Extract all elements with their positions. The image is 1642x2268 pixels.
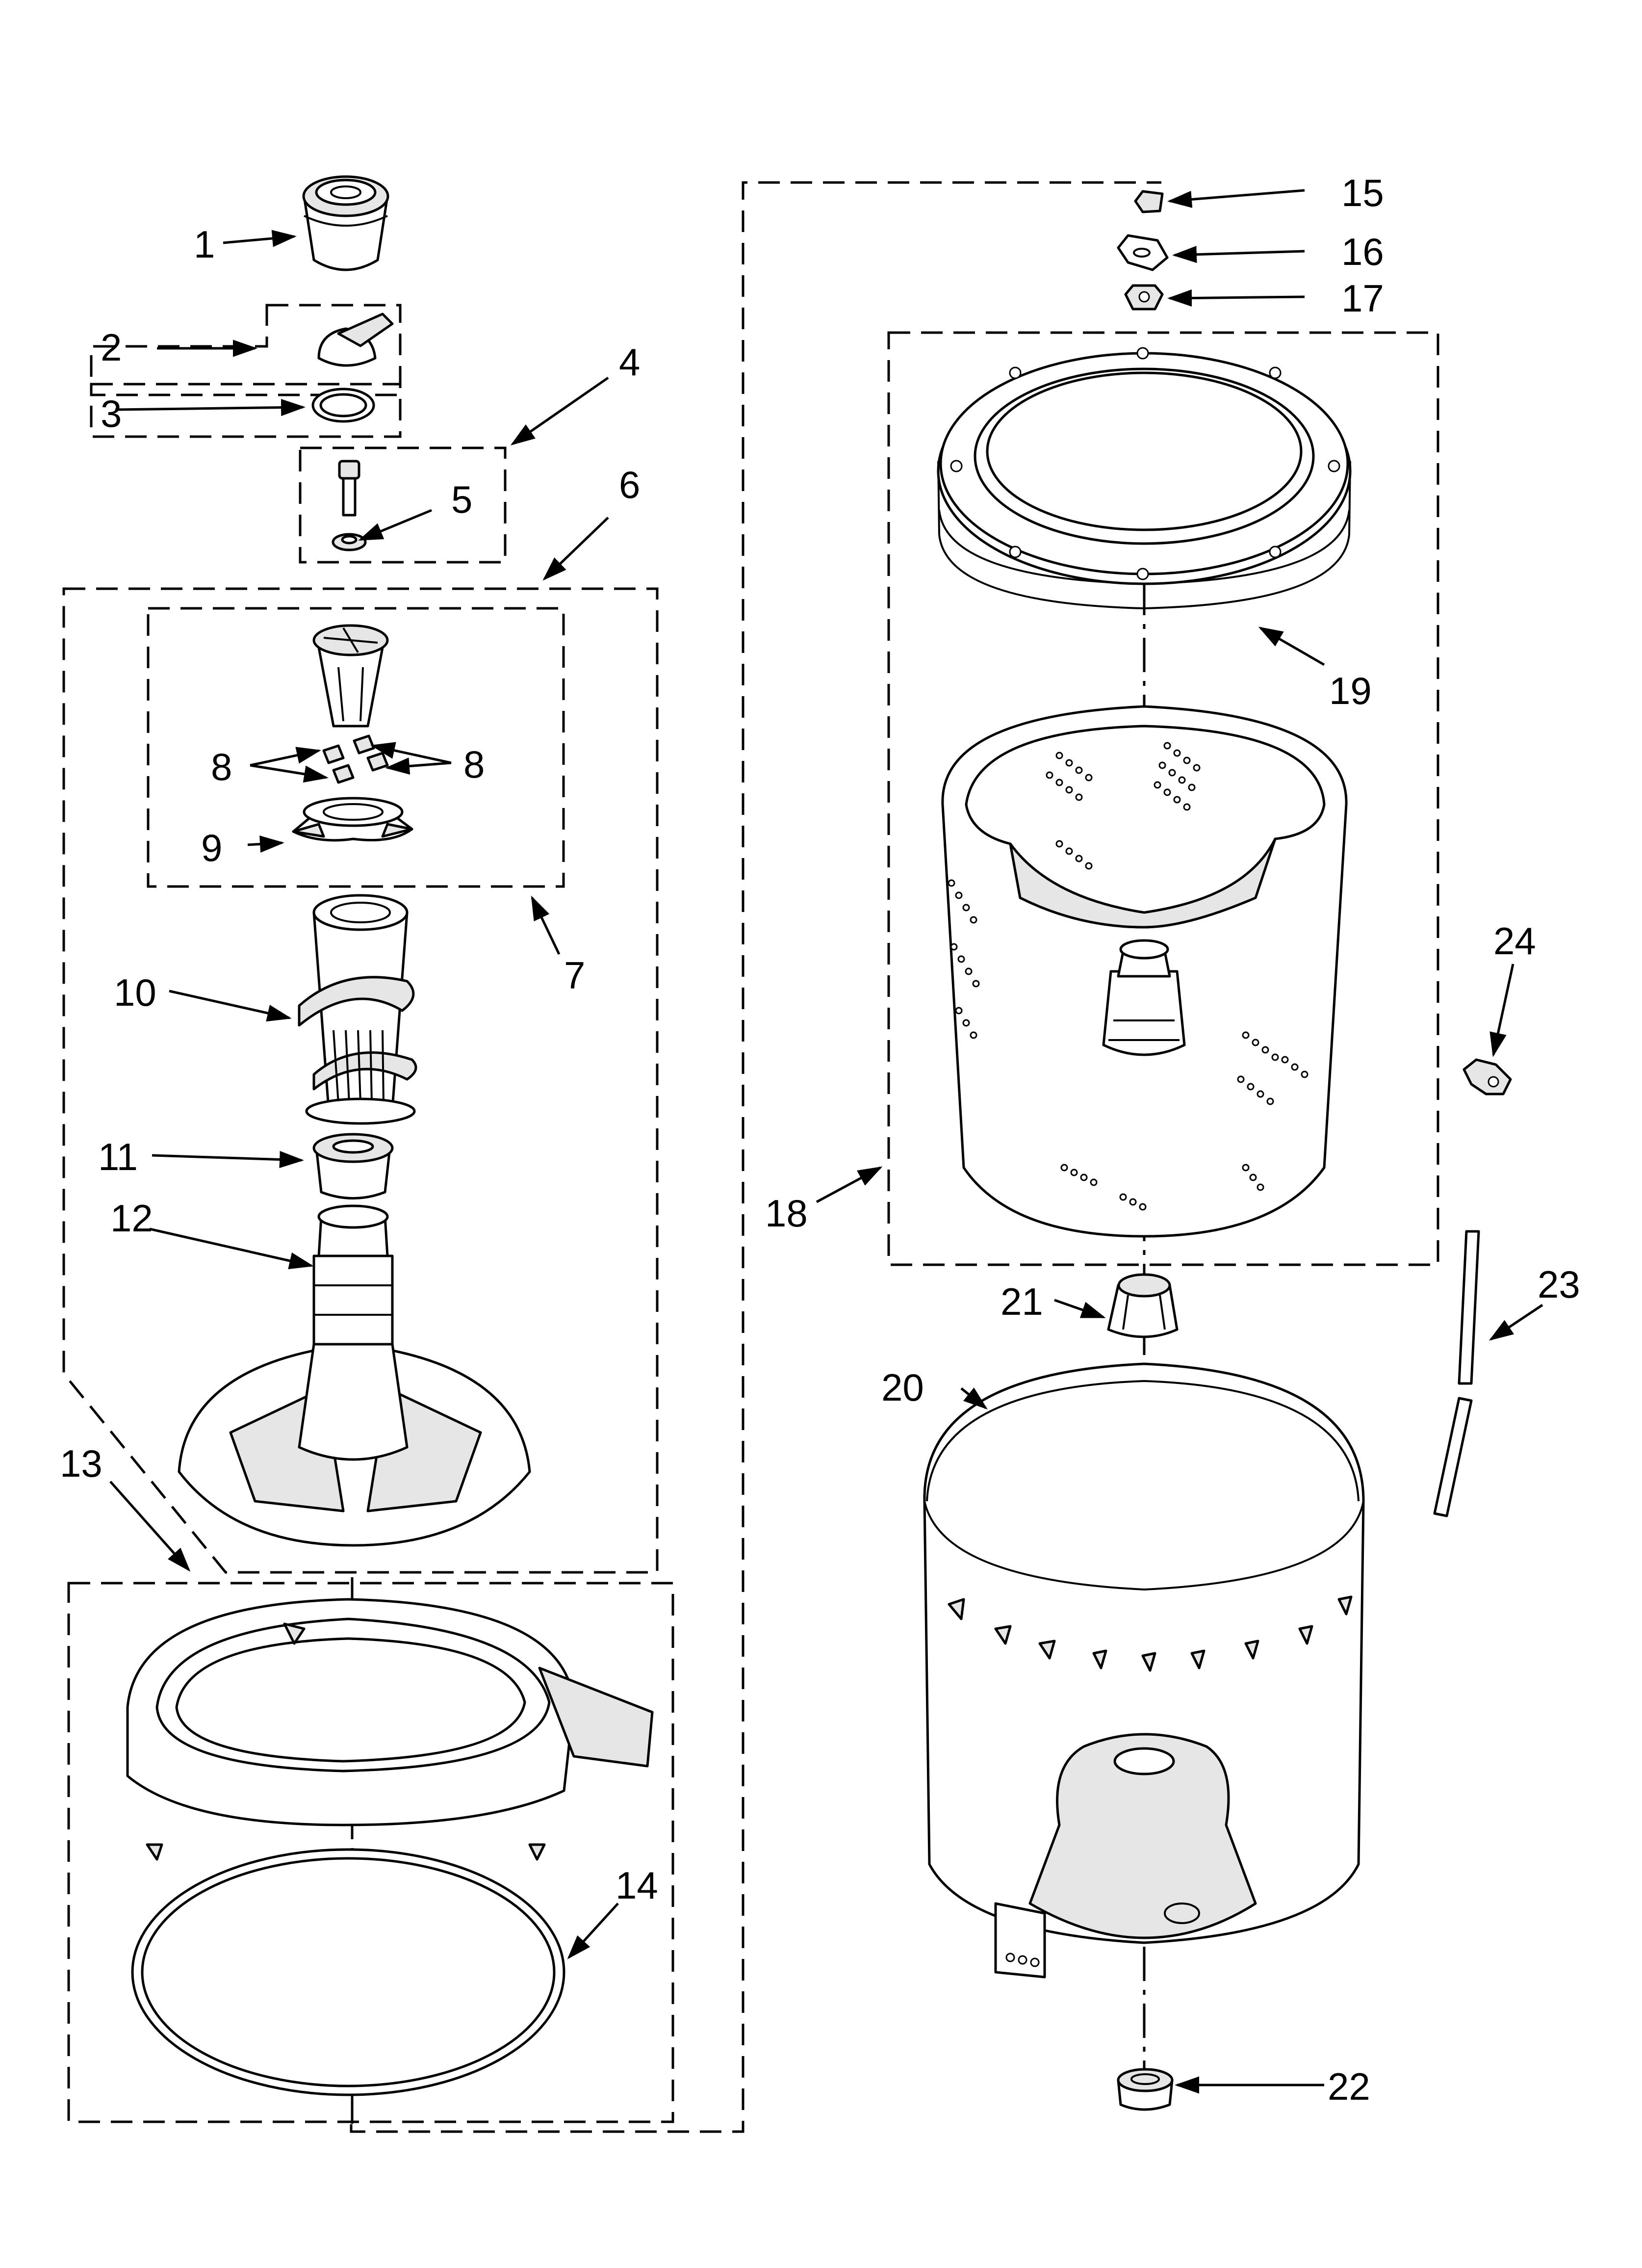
part-10-auger bbox=[298, 894, 417, 1125]
label-18: 18 bbox=[765, 1192, 808, 1235]
label-7: 7 bbox=[564, 954, 585, 997]
label-13: 13 bbox=[60, 1442, 103, 1485]
label-17: 17 bbox=[1341, 277, 1384, 320]
part-17 bbox=[1124, 284, 1164, 311]
label-2: 2 bbox=[101, 326, 122, 369]
part-19-balance-ring bbox=[937, 347, 1352, 610]
leader-lines bbox=[109, 189, 1543, 2094]
label-15: 15 bbox=[1341, 171, 1384, 214]
part-13-tub-ring bbox=[126, 1598, 654, 1920]
label-1: 1 bbox=[194, 223, 215, 266]
label-4: 4 bbox=[619, 340, 640, 384]
label-6: 6 bbox=[619, 463, 640, 506]
label-23: 23 bbox=[1538, 1263, 1580, 1306]
part-16 bbox=[1117, 234, 1169, 271]
label-14: 14 bbox=[616, 1864, 658, 1907]
part-20-outer-tub bbox=[923, 1362, 1365, 1979]
label-10: 10 bbox=[114, 971, 156, 1014]
group-boundaries bbox=[62, 181, 1439, 2133]
part-11-coupling bbox=[312, 1133, 394, 1199]
part-14-seal bbox=[131, 1848, 565, 2096]
label-9: 9 bbox=[201, 826, 222, 869]
label-8-left: 8 bbox=[211, 745, 232, 788]
label-20: 20 bbox=[881, 1366, 924, 1409]
part-22-plug bbox=[1117, 2068, 1174, 2111]
part-15 bbox=[1134, 190, 1164, 213]
part-18-basket bbox=[941, 705, 1348, 1238]
part-23-hose bbox=[1433, 1230, 1480, 1517]
label-12: 12 bbox=[110, 1197, 153, 1240]
part-24-clip bbox=[1462, 1058, 1512, 1095]
label-11: 11 bbox=[98, 1135, 138, 1178]
basket-perforations bbox=[948, 742, 1308, 1211]
part-5-bolt bbox=[332, 460, 367, 551]
part-2-cover bbox=[317, 313, 394, 367]
part-8-dogs bbox=[322, 734, 389, 784]
label-8-right: 8 bbox=[463, 743, 485, 786]
label-3: 3 bbox=[101, 392, 122, 435]
bolt-holes bbox=[950, 347, 1340, 580]
label-19: 19 bbox=[1329, 669, 1372, 712]
part-1-cap bbox=[302, 175, 389, 271]
label-5: 5 bbox=[451, 478, 472, 521]
part-9-guide bbox=[292, 797, 413, 842]
label-21: 21 bbox=[1001, 1280, 1043, 1323]
part-7-cam bbox=[312, 624, 389, 728]
part-21-bushing bbox=[1107, 1273, 1179, 1338]
part-3-ring bbox=[311, 388, 375, 423]
tub-tabs bbox=[948, 1595, 1353, 1672]
part-12-agitator-base bbox=[178, 1204, 531, 1547]
callout-labels: 1 2 3 4 5 6 7 8 8 9 10 11 12 13 14 15 16… bbox=[60, 171, 1580, 2108]
label-22: 22 bbox=[1328, 2065, 1370, 2108]
label-16: 16 bbox=[1341, 230, 1384, 273]
label-24: 24 bbox=[1493, 919, 1536, 963]
